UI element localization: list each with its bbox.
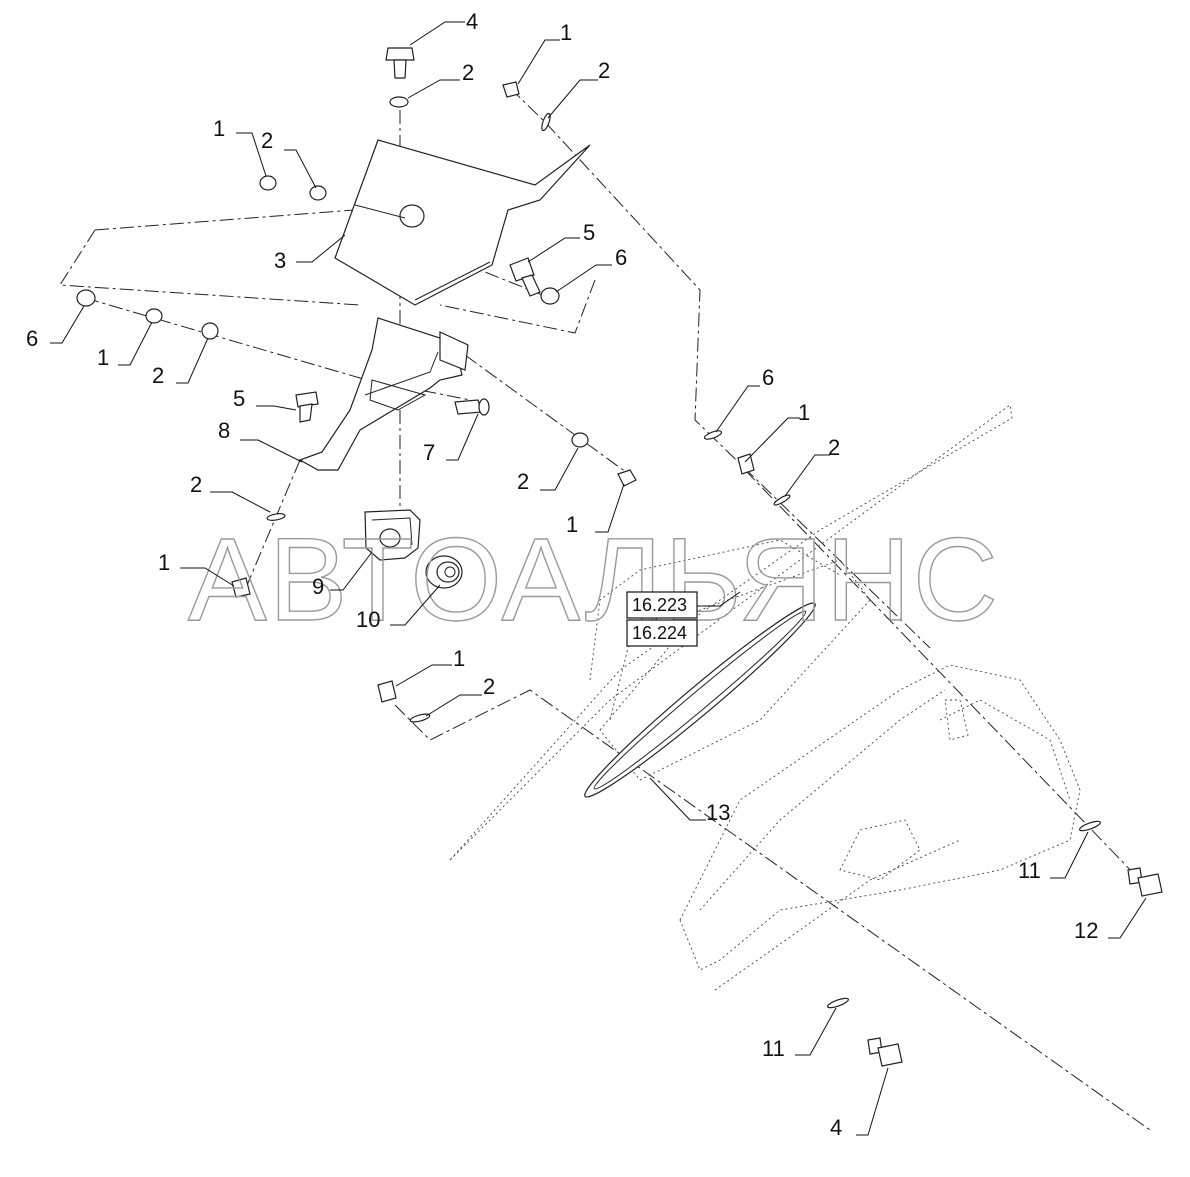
callout-2: 2 [517,469,529,494]
callout-labels: 4 2 1 2 1 2 3 5 6 6 1 2 5 8 7 2 2 1 6 1 … [26,9,1098,1140]
assembly-lines [59,87,1151,1131]
callout-2: 2 [462,60,474,85]
callout-4: 4 [466,9,478,34]
callout-9: 9 [312,574,324,599]
callout-7: 7 [423,440,435,465]
callout-2: 2 [261,128,273,153]
callout-10: 10 [356,607,380,632]
callout-1: 1 [453,646,465,671]
callout-1: 1 [566,512,578,537]
callout-11: 11 [762,1036,785,1061]
callout-1: 1 [798,400,810,425]
callout-12: 12 [1074,918,1098,943]
callout-13: 13 [706,800,730,825]
bracket [298,317,469,471]
callout-2: 2 [828,435,840,460]
callout-6: 6 [762,365,774,390]
callout-2: 2 [190,472,202,497]
bearing-housing [364,509,421,561]
callout-1: 1 [158,550,170,575]
callout-1: 1 [560,20,572,45]
callout-5: 5 [583,220,595,245]
callout-8: 8 [218,418,230,443]
callout-5: 5 [233,386,245,411]
callout-1: 1 [213,116,225,141]
bearing [425,555,463,589]
leader-lines [50,21,1147,1136]
callout-2: 2 [152,363,164,388]
reference-boxes: 16.223 16.224 [626,591,741,647]
callout-3: 3 [274,248,286,273]
callout-1: 1 [97,345,109,370]
hardware [76,47,1163,1067]
reference-16224: 16.224 [632,623,687,643]
reference-16223: 16.223 [632,595,687,615]
callout-2: 2 [598,58,610,83]
callout-4: 4 [830,1115,842,1140]
watermark-text: АВТОАЛЬЯНС [188,514,1000,646]
housing-assembly [449,404,1081,991]
cover-plate [334,139,591,306]
callout-6: 6 [26,326,38,351]
callout-11: 11 [1018,858,1041,883]
callout-6: 6 [615,245,627,270]
callout-2: 2 [483,674,495,699]
